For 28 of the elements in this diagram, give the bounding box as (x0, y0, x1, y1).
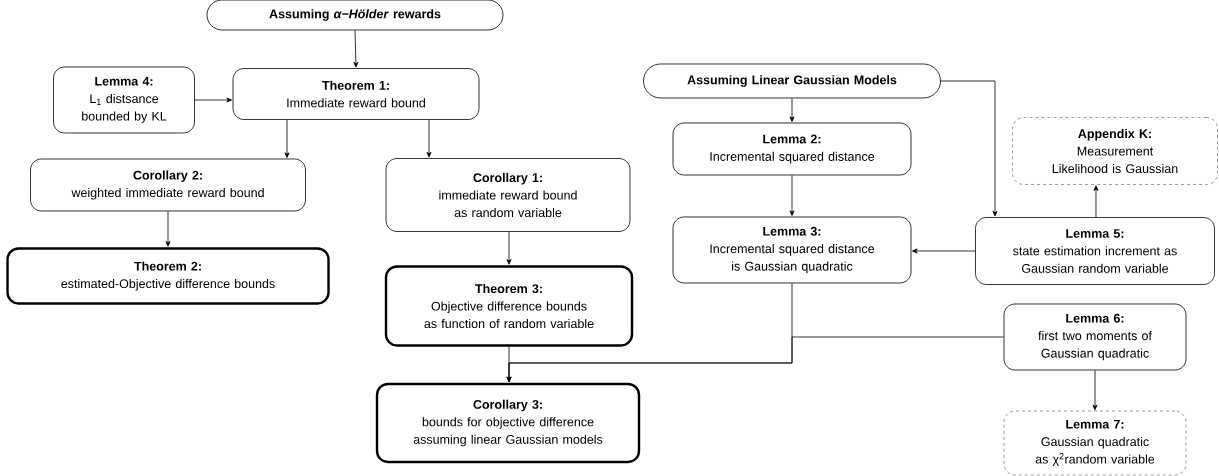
arrow (284, 119, 290, 158)
lemma-box: Corollary 1: immediate reward bound as random variable (385, 158, 631, 232)
arrow (426, 119, 432, 158)
arrow (1092, 370, 1098, 411)
assumption-pill: Assuming α−Hölder rewards (206, 0, 504, 31)
lemma-box: Lemma 5: state estimation increment as Gaussian random variable (975, 217, 1215, 285)
dashed-box: Appendix K: Measurement Likelihood is Gaussian (1012, 117, 1218, 185)
lemma-box: Corollary 2: weighted immediate reward bound (30, 158, 306, 212)
arrow (912, 248, 976, 254)
arrow (165, 211, 171, 247)
arrow (353, 30, 359, 68)
arrow (506, 336, 1004, 383)
dashed-box: Lemma 7: Gaussian quadratic as χ$^{2}$random variable (1003, 410, 1187, 476)
arrow (194, 97, 232, 103)
assumption-pill: Assuming Linear Gaussian Models (643, 63, 941, 99)
arrow (789, 98, 795, 122)
arrow (1093, 185, 1099, 218)
result-box: Theorem 2: estimated-Objective difference bounds (6, 247, 330, 305)
result-box: Theorem 3: Objective difference bounds as function of random variable (384, 265, 634, 347)
lemma-box: Lemma 3: Incremental squared distance is Gaussian quadratic (672, 216, 912, 284)
lemma-box: Lemma 6: first two moments of Gaussian quadratic (1003, 303, 1187, 371)
arrow (789, 175, 795, 216)
arrow (506, 231, 512, 265)
result-box: Corollary 3: bounds for objective difference assuming linear Gaussian models (375, 382, 641, 464)
lemma-box: Lemma 4: L$_{1}$ distsance bounded by KL (53, 66, 195, 134)
arrow (940, 80, 998, 217)
lemma-box: Theorem 1: Immediate reward bound (232, 68, 480, 120)
lemma-box: Lemma 2: Incremental squared distance (672, 122, 912, 176)
